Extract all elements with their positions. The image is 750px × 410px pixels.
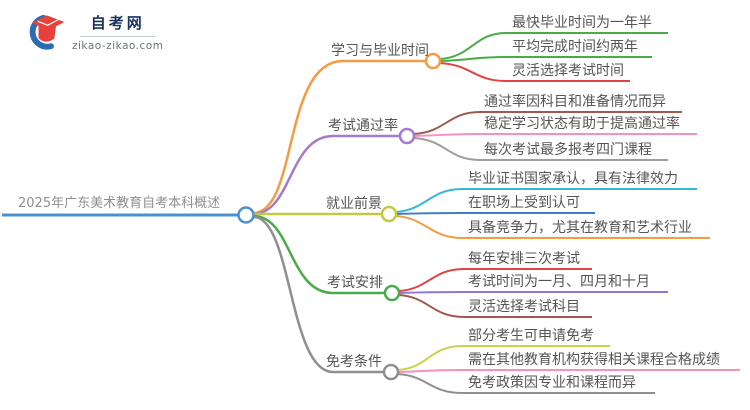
connector-leaf-1-2 [439,56,652,62]
connector-leaf-4-1 [398,268,592,292]
leaf-node-5-1: 部分考生可申请免考 [468,328,594,344]
branch-label-pass-rate: 考试通过率 [328,118,398,134]
leaf-node-5-3: 免考政策因专业和课程而异 [468,375,636,391]
branch-node-circle-employment[interactable] [380,205,398,223]
site-logo[interactable]: 自考网 zikao-zikao.com [26,10,163,52]
site-name: 自考网 [90,14,145,32]
leaf-node-2-1: 通过率因科目和准备情况而异 [484,94,666,110]
branch-node-circle-pass-rate[interactable] [398,127,416,145]
leaf-node-4-3: 灵活选择考试科目 [468,299,580,315]
connector-leaf-3-2 [395,212,595,215]
connector-leaf-4-2 [398,291,668,294]
site-url: zikao-zikao.com [72,40,164,52]
connector-branch-exam-schedule [253,214,384,295]
branch-label-exemption: 免考条件 [326,354,382,370]
connector-leaf-2-1 [413,111,682,135]
branch-node-circle-exemption[interactable] [382,363,400,381]
connector-leaf-5-2 [397,369,740,373]
leaf-node-3-3: 具备竞争力，尤其在教育和艺术行业 [468,220,692,236]
logo-divider [79,36,156,37]
leaf-node-3-1: 毕业证书国家承认，具有法律效力 [468,171,678,187]
connector-leaf-2-2 [413,133,697,137]
connector-leaf-5-1 [397,345,610,371]
graduation-cap-icon [29,14,65,50]
connector-leaf-5-3 [397,373,655,394]
branch-node-circle-exam-schedule[interactable] [383,284,401,302]
branch-label-study-time: 学习与毕业时间 [331,43,429,59]
connector-branch-exemption [253,215,383,374]
central-node-circle[interactable] [237,206,255,224]
logo-text-block: 自考网 zikao-zikao.com [72,10,163,52]
connector-leaf-4-3 [398,294,592,318]
branch-node-circle-study-time[interactable] [424,52,442,70]
leaf-node-2-3: 每次考试最多报考四门课程 [484,142,652,158]
leaf-node-4-1: 每年安排三次考试 [468,251,580,267]
connector-branch-study-time [253,59,426,215]
connector-leaf-2-3 [413,137,668,161]
branch-label-exam-schedule: 考试安排 [327,275,383,291]
central-topic: 2025年广东美术教育自考本科概述 [18,196,221,211]
connector-leaf-1-1 [439,32,668,60]
leaf-node-1-1: 最快毕业时间为一年半 [512,15,652,31]
connector-leaf-1-3 [439,62,630,82]
leaf-node-1-3: 灵活选择考试时间 [512,63,624,79]
leaf-node-5-2: 需在其他教育机构获得相关课程合格成绩 [468,352,720,368]
connector-leaf-3-1 [395,188,697,213]
connector-leaf-3-3 [395,215,710,239]
connector-branch-pass-rate [253,134,399,216]
leaf-node-2-2: 稳定学习状态有助于提高通过率 [484,116,680,132]
leaf-node-4-2: 考试时间为一月、四月和十月 [468,274,650,290]
leaf-node-1-2: 平均完成时间约两年 [512,39,638,55]
leaf-node-3-2: 在职场上受到认可 [468,195,580,211]
branch-label-employment: 就业前景 [326,196,382,212]
